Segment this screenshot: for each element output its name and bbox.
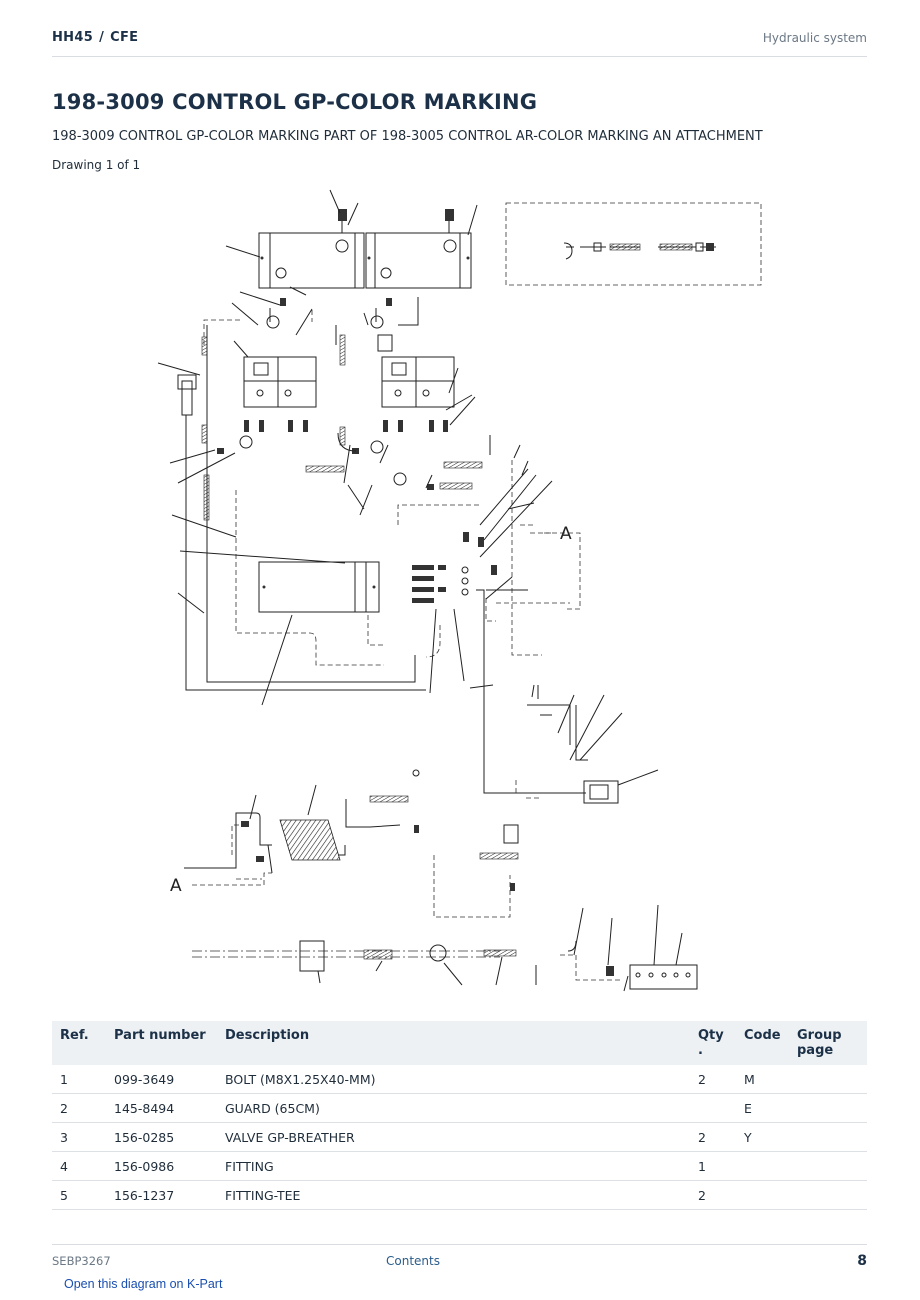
cell-code: M [736,1065,789,1094]
cell-group-page [789,1151,867,1181]
manifold-block [258,532,497,613]
table-row: 3 156-0285 VALVE GP-BREATHER 2 Y [52,1122,867,1152]
brand-breadcrumb: HH45 / CFE [52,30,138,45]
lower-cooler-section [241,704,619,891]
cell-ref: 3 [52,1122,106,1152]
page-header: HH45 / CFE Hydraulic system [52,26,867,57]
cell-group-page [789,1065,867,1094]
cell-ref: 2 [52,1093,106,1123]
cell-part-number: 099-3649 [106,1065,217,1094]
table-row: 5 156-1237 FITTING-TEE 2 [52,1180,867,1210]
model-label: HH45 [52,30,94,45]
table-row: 2 145-8494 GUARD (65CM) E [52,1093,867,1123]
cell-description: BOLT (M8X1.25X40-MM) [217,1065,690,1094]
drawing-count: Drawing 1 of 1 [52,158,141,172]
table-row: 4 156-0986 FITTING 1 [52,1151,867,1181]
cell-ref: 5 [52,1180,106,1210]
callout-a-markers: A A [170,524,572,896]
page-title: 198-3009 CONTROL GP-COLOR MARKING [52,90,538,114]
cell-code [736,1151,789,1181]
cell-part-number: 156-0285 [106,1122,217,1152]
table-row: 1 099-3649 BOLT (M8X1.25X40-MM) 2 M [52,1065,867,1094]
cell-group-page [789,1093,867,1123]
page-subtitle: 198-3009 CONTROL GP-COLOR MARKING PART O… [52,129,763,144]
cell-code [736,1180,789,1210]
parts-diagram: A A [140,185,780,995]
column-ref: Ref. [52,1021,106,1065]
breather-inset [505,202,762,286]
parts-table-header: Ref. Part number Description Qty . Code … [52,1021,867,1065]
cell-part-number: 156-1237 [106,1180,217,1210]
column-code: Code [736,1021,789,1065]
cell-description: VALVE GP-BREATHER [217,1122,690,1152]
cell-group-page [789,1180,867,1210]
parts-table-body: 1 099-3649 BOLT (M8X1.25X40-MM) 2 M 2 14… [52,1065,867,1210]
cell-ref: 4 [52,1151,106,1181]
cell-part-number: 145-8494 [106,1093,217,1123]
top-valve-block [258,209,472,289]
fittings [201,298,483,521]
bottom-assembly [192,940,698,990]
cell-description: FITTING [217,1151,690,1181]
page-footer: SEBP3267 Contents 8 [52,1244,867,1275]
cell-qty: 1 [690,1151,736,1181]
cell-ref: 1 [52,1065,106,1094]
cell-qty: 2 [690,1065,736,1094]
document-id: SEBP3267 [52,1254,111,1268]
cell-description: GUARD (65CM) [217,1093,690,1123]
callout-leaders [157,189,683,992]
dealer-label: CFE [110,30,139,45]
cell-code: Y [736,1122,789,1152]
cell-part-number: 156-0986 [106,1151,217,1181]
cell-code: E [736,1093,789,1123]
cell-description: FITTING-TEE [217,1180,690,1210]
breadcrumb-separator: / [99,30,105,45]
column-qty: Qty . [690,1021,736,1065]
callout-a-upper: A [560,524,572,544]
parts-table: Ref. Part number Description Qty . Code … [52,1021,867,1210]
hydraulic-schematic-drawing: A A [157,189,762,992]
control-valves [177,334,455,416]
column-group-page: Group page [789,1021,867,1065]
hydraulic-lines [184,297,586,918]
section-name: Hydraulic system [762,31,867,45]
open-diagram-kpart-link[interactable]: Open this diagram on K-Part [64,1277,223,1291]
cell-group-page [789,1122,867,1152]
page-number: 8 [857,1253,867,1269]
column-part-number: Part number [106,1021,217,1065]
callout-a-lower: A [170,876,182,896]
column-description: Description [217,1021,690,1065]
cell-qty [690,1093,736,1123]
contents-link[interactable]: Contents [386,1254,440,1268]
cell-qty: 2 [690,1122,736,1152]
cell-qty: 2 [690,1180,736,1210]
